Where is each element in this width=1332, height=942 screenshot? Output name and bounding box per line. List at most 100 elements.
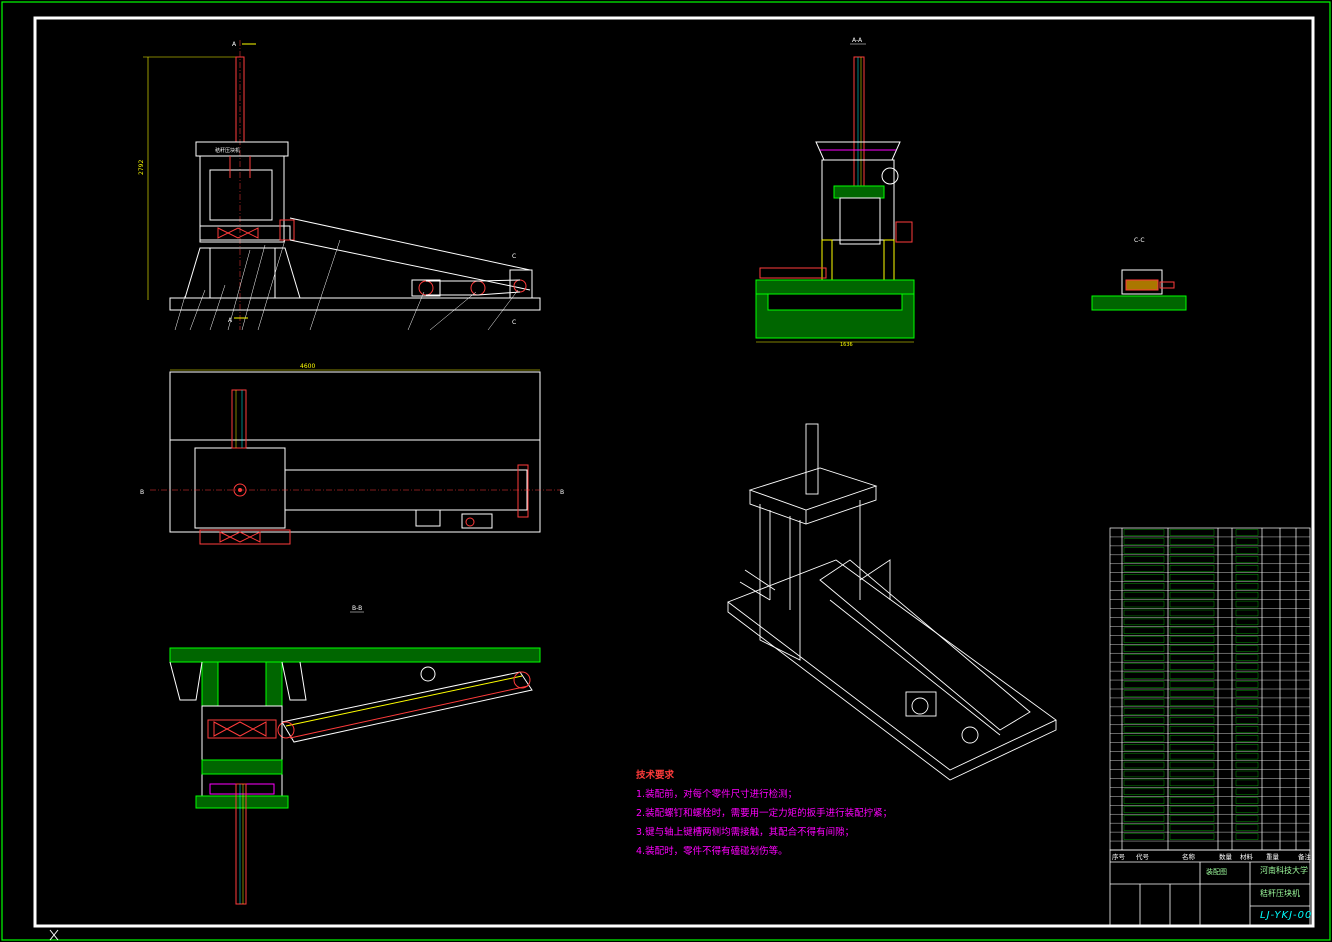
bom-material-cell [1235,538,1259,545]
section-aa-view: A-A 1636 [755,37,915,348]
bom-code-cell [1123,797,1165,804]
svg-text:C: C [512,253,516,260]
bom-name-cell [1169,600,1215,608]
bom-name-cell [1169,547,1215,554]
corner-mark [49,929,59,941]
bom-material-cell [1235,591,1259,599]
dim-height: 2792 [138,160,145,175]
bom-name-cell [1169,538,1215,545]
bom-code-cell [1123,618,1165,626]
bom-code-cell [1123,779,1165,787]
svg-text:B: B [140,489,144,496]
section-bb-view: B-B [169,605,541,905]
bom-code-cell [1123,672,1165,679]
bom-code-cell [1123,708,1165,715]
dim-base-width: 1636 [840,342,853,348]
bom-code-cell [1123,788,1165,795]
bom-code-cell [1123,770,1165,778]
bom-code-cell [1123,574,1165,581]
dim-length: 4600 [300,363,315,370]
bom-material-cell [1235,609,1259,617]
bom-material-cell [1235,690,1259,697]
bom-material-cell [1235,779,1259,787]
bom-material-cell [1235,645,1259,652]
bom-name-cell [1169,788,1215,795]
bom-material-cell [1235,744,1259,751]
bom-material-cell [1235,618,1259,626]
bom-name-cell [1169,770,1215,778]
school-name: 河南科技大学 [1260,866,1308,875]
section-a-top: A [232,41,237,48]
bom-code-cell [1123,752,1165,760]
bom-name-cell [1169,824,1215,831]
drawing-code: LJ-YKJ-00 [1260,910,1313,921]
bom-material-cell [1235,708,1259,715]
bom-name-cell [1169,699,1215,706]
title-block-frame [1109,849,1311,927]
bom-code-cell [1123,556,1165,563]
bom-header-no: 序号 [1112,853,1125,861]
bom-material-cell [1235,654,1259,661]
bom-code-cell [1123,591,1165,599]
bom-code-cell [1123,690,1165,697]
bom-code-cell [1123,547,1165,554]
bom-material-cell [1235,672,1259,679]
bom-code-cell [1123,824,1165,831]
bom-code-cell [1123,627,1165,634]
bom-name-cell [1169,717,1215,724]
bom-name-cell [1169,681,1215,688]
bom-material-cell [1235,717,1259,724]
bom-name-cell [1169,609,1215,617]
bom-name-cell [1169,645,1215,652]
tech-req-item-1: 1.装配前，对每个零件尺寸进行检测； [636,789,798,800]
bom-material-cell [1235,636,1259,643]
bom-name-cell [1169,565,1215,572]
bom-material-cell [1235,681,1259,688]
bom-material-cell [1235,752,1259,760]
bom-name-cell [1169,672,1215,679]
bom-header-material: 材料 [1240,853,1253,861]
bom-code-cell [1123,538,1165,545]
bom-name-cell [1169,779,1215,787]
bom-name-cell [1169,744,1215,751]
bom-code-cell [1123,744,1165,751]
bom-header-qty: 数量 [1219,853,1232,861]
bom-name-cell [1169,583,1215,590]
bom-code-cell [1123,726,1165,733]
assembly-label: 装配图 [1206,868,1227,876]
bom-code-cell [1123,681,1165,688]
bom-code-cell [1123,654,1165,661]
bom-code-cell [1123,609,1165,617]
bom-code-cell [1123,815,1165,822]
bom-name-cell [1169,797,1215,804]
bom-material-cell [1235,806,1259,813]
tech-req-item-3: 3.键与轴上键槽两侧均需接触，其配合不得有间隙； [636,827,855,838]
section-label-aa: A-A [852,37,863,44]
bom-rows [1110,529,1310,842]
bom-name-cell [1169,627,1215,634]
bom-name-cell [1169,663,1215,670]
bom-material-cell [1235,833,1259,840]
bom-material-cell [1235,770,1259,778]
section-cc-view: C-C [1091,237,1187,311]
title-block: 装配图 河南科技大学 秸秆压块机 LJ-YKJ-00 [1110,851,1313,928]
bom-material-cell [1235,699,1259,706]
bom-code-cell [1123,699,1165,706]
bom-name-cell [1169,556,1215,563]
bom-material-cell [1235,815,1259,822]
technical-requirements: 技术要求 1.装配前，对每个零件尺寸进行检测； 2.装配螺钉和螺栓时，需要用一定… [636,766,892,861]
bom-code-cell [1123,636,1165,643]
front-view: 2792 A 秸秆压块机 [138,40,541,331]
bom-material-cell [1235,761,1259,769]
bom-code-cell [1123,806,1165,813]
bom-header-code: 代号 [1136,853,1149,861]
inner-border [33,16,1315,928]
section-label-cc: C-C [1134,237,1145,244]
bom-material-cell [1235,824,1259,831]
bom-name-cell [1169,690,1215,697]
bom-material-cell [1235,627,1259,634]
bom-material-cell [1235,547,1259,554]
bom-name-cell [1169,529,1215,536]
svg-text:秸秆压块机: 秸秆压块机 [215,147,240,154]
